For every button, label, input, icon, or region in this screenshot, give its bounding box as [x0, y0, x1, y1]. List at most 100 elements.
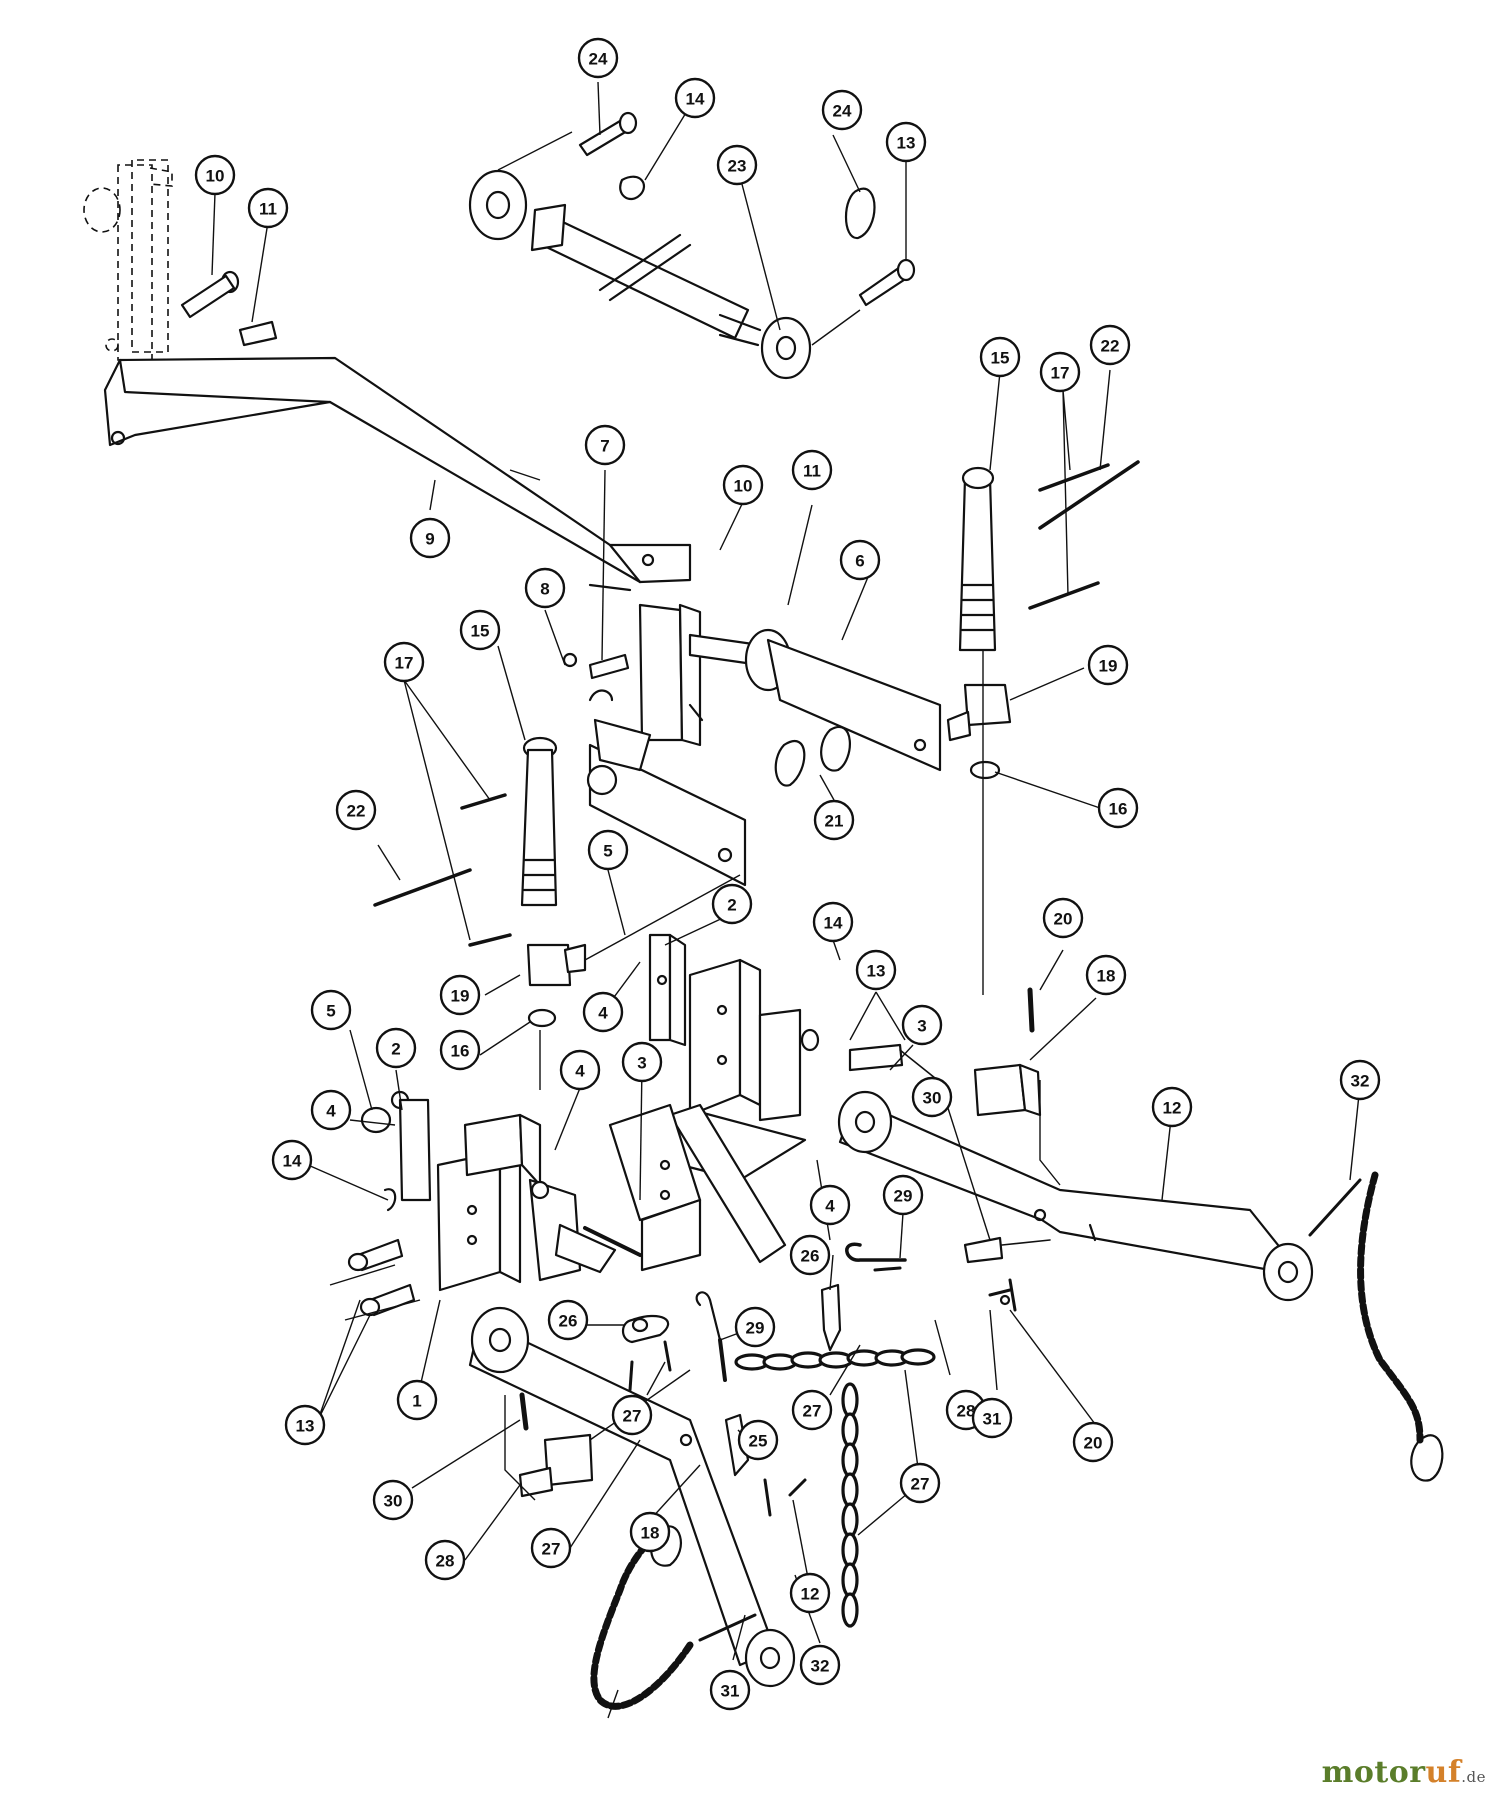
callout-circle	[1151, 1086, 1193, 1128]
callout-circle	[310, 989, 352, 1031]
callout-14: 14	[674, 77, 716, 119]
callout-12: 12	[1151, 1086, 1193, 1128]
callout-2: 2	[375, 1027, 417, 1069]
callout-circle	[979, 336, 1021, 378]
callout-26: 26	[547, 1299, 589, 1341]
callout-circle	[194, 154, 236, 196]
callout-number: 17	[1051, 364, 1070, 383]
callout-number: 17	[395, 654, 414, 673]
callout-number: 14	[283, 1152, 302, 1171]
callout-17: 17	[1039, 351, 1081, 393]
callout-number: 7	[600, 437, 609, 456]
callout-circle	[791, 1389, 833, 1431]
callout-number: 22	[1101, 337, 1120, 356]
callout-circle	[629, 1511, 671, 1553]
callout-number: 18	[1097, 967, 1116, 986]
callout-20: 20	[1072, 1421, 1114, 1463]
callout-8: 8	[524, 567, 566, 609]
callout-circle	[899, 1462, 941, 1504]
callout-circle	[1089, 324, 1131, 366]
callout-circle	[1039, 351, 1081, 393]
callout-circle	[524, 567, 566, 609]
callout-21: 21	[813, 799, 855, 841]
center-cross-shaft	[562, 583, 942, 887]
callout-5: 5	[587, 829, 629, 871]
callout-circle	[716, 144, 758, 186]
callout-circle	[789, 1572, 831, 1614]
callout-number: 14	[824, 914, 843, 933]
callout-27: 27	[791, 1389, 833, 1431]
callout-27: 27	[611, 1394, 653, 1436]
check-chain-horizontal	[734, 1348, 936, 1371]
callout-31: 31	[971, 1397, 1013, 1439]
callout-circle	[424, 1539, 466, 1581]
callout-circle	[547, 1299, 589, 1341]
callout-number: 23	[728, 157, 747, 176]
callout-number: 4	[598, 1004, 608, 1023]
callout-10: 10	[194, 154, 236, 196]
callout-circle	[791, 449, 833, 491]
callout-circle	[1339, 1059, 1381, 1101]
callout-number: 27	[803, 1402, 822, 1421]
callout-number: 30	[384, 1492, 403, 1511]
roll-pins	[519, 987, 1035, 1431]
callout-number: 4	[575, 1062, 585, 1081]
callout-22: 22	[335, 789, 377, 831]
callout-3: 3	[901, 1004, 943, 1046]
drawbar-brackets	[608, 933, 951, 1272]
callout-circle	[409, 517, 451, 559]
callout-circle	[577, 37, 619, 79]
callout-circle	[885, 121, 927, 163]
callout-number: 30	[923, 1089, 942, 1108]
callout-5: 5	[310, 989, 352, 1031]
callout-16: 16	[1097, 787, 1139, 829]
callout-19: 19	[439, 974, 481, 1016]
callout-13: 13	[284, 1404, 326, 1446]
watermark-text-2: uf	[1425, 1755, 1462, 1790]
callout-circle	[882, 1174, 924, 1216]
callout-number: 13	[897, 134, 916, 153]
callout-number: 25	[749, 1432, 768, 1451]
top-pins	[180, 111, 916, 347]
callout-number: 20	[1054, 910, 1073, 929]
callout-number: 31	[983, 1410, 1002, 1429]
callout-6: 6	[839, 539, 881, 581]
callout-number: 24	[589, 50, 608, 69]
callout-number: 10	[206, 167, 225, 186]
callout-number: 27	[911, 1475, 930, 1494]
callout-number: 32	[811, 1657, 830, 1676]
callout-circle	[459, 609, 501, 651]
callout-circle	[559, 1049, 601, 1091]
small-pins	[628, 1266, 1017, 1517]
callout-circle	[271, 1139, 313, 1181]
callout-number: 16	[451, 1042, 470, 1061]
callout-number: 27	[623, 1407, 642, 1426]
callout-circle	[530, 1527, 572, 1569]
callout-circle	[901, 1004, 943, 1046]
callout-4: 4	[809, 1184, 851, 1226]
callout-2: 2	[711, 883, 753, 925]
callout-circle	[587, 829, 629, 871]
callout-30: 30	[372, 1479, 414, 1521]
callout-number: 4	[825, 1197, 835, 1216]
callout-circle	[439, 1029, 481, 1071]
callout-14: 14	[271, 1139, 313, 1181]
callout-number: 24	[833, 102, 852, 121]
callout-number: 3	[637, 1054, 646, 1073]
callout-13: 13	[885, 121, 927, 163]
callout-number: 8	[540, 580, 549, 599]
callout-circle	[621, 1041, 663, 1083]
tractor-bracket-outline	[83, 159, 173, 361]
callout-number: 15	[471, 622, 490, 641]
callout-circle	[734, 1306, 776, 1348]
callout-number: 26	[559, 1312, 578, 1331]
callout-circle	[396, 1379, 438, 1421]
callout-circle	[722, 464, 764, 506]
callout-circle	[809, 1184, 851, 1226]
callout-number: 1	[412, 1392, 421, 1411]
callout-circle	[1042, 897, 1084, 939]
callout-circle	[439, 974, 481, 1016]
callout-number: 2	[727, 896, 736, 915]
callout-number: 12	[1163, 1099, 1182, 1118]
